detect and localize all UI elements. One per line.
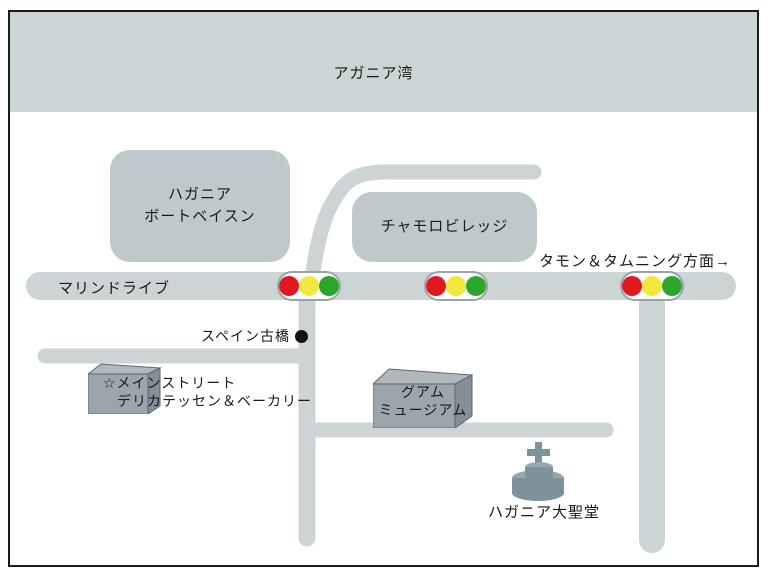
deli-building-icon <box>88 363 162 414</box>
agana-bay-area <box>10 12 757 112</box>
traffic-light-icon <box>277 271 341 301</box>
spanish-bridge-label: スペイン古橋 <box>201 328 291 344</box>
deli-label: ☆メインストリート デリカテッセン＆ベーカリー <box>103 374 312 410</box>
chamorro-village-area: チャモロビレッジ <box>352 192 537 262</box>
marine-drive-label: マリンドライブ <box>58 280 171 297</box>
tamuning-direction-label: タモン＆タムニング方面→ <box>539 253 732 270</box>
traffic-light-icon <box>620 271 684 301</box>
yellow-signal-icon <box>642 276 662 296</box>
green-signal-icon <box>319 276 339 296</box>
spanish-bridge-marker-icon <box>295 329 309 343</box>
map-border <box>8 10 759 567</box>
green-signal-icon <box>662 276 682 296</box>
boat-basin-area: ハガニア ボートベイスン <box>110 150 290 262</box>
chamorro-village-label: チャモロビレッジ <box>380 218 509 235</box>
yellow-signal-icon <box>446 276 466 296</box>
green-signal-icon <box>466 276 486 296</box>
boat-basin-label-line1: ハガニア <box>167 186 232 203</box>
traffic-light-icon <box>424 271 488 301</box>
agana-bay-label: アガニア湾 <box>333 65 414 82</box>
red-signal-icon <box>279 276 299 296</box>
spanish-bridge: スペイン古橋 <box>201 326 309 346</box>
cathedral-label: ハガニア大聖堂 <box>488 504 601 521</box>
museum-label-line1: グアム <box>400 384 446 400</box>
curved-road <box>302 164 542 304</box>
museum-label-line2: ミュージアム <box>378 402 468 418</box>
yellow-signal-icon <box>299 276 319 296</box>
deli-label-line2: デリカテッセン＆ベーカリー <box>117 393 312 409</box>
museum-building-icon <box>373 368 473 428</box>
boat-basin-label-line2: ボートベイスン <box>144 208 256 225</box>
deli-label-line1: ☆メインストリート <box>103 375 237 391</box>
red-signal-icon <box>426 276 446 296</box>
red-signal-icon <box>622 276 642 296</box>
museum-label: グアム ミュージアム <box>371 383 475 419</box>
cathedral-icon <box>512 442 564 501</box>
